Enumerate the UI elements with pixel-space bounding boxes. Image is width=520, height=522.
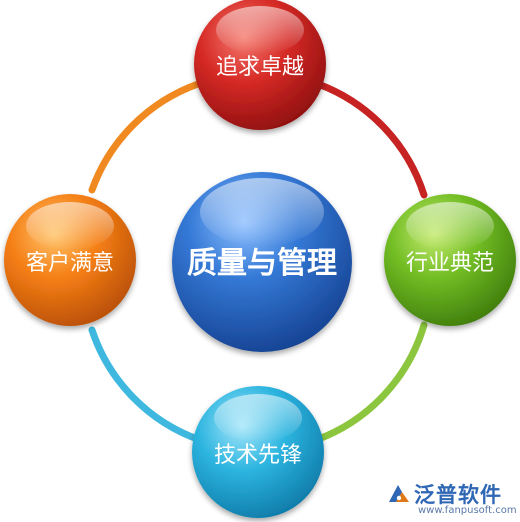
arc-right-bottom: [312, 321, 428, 444]
node-left: 客户满意: [4, 194, 136, 326]
arc-left-top: [88, 80, 202, 194]
node-top: 追求卓越: [194, 0, 326, 130]
node-right: 行业典范: [384, 194, 516, 326]
brand-watermark: 泛普软件 www.fanpusoft.com: [386, 478, 517, 518]
fanpu-logo-icon: [389, 485, 409, 502]
node-left-label: 客户满意: [26, 251, 114, 276]
brand-name: 泛普软件: [414, 483, 502, 507]
node-right-label: 行业典范: [406, 251, 494, 276]
arc-bottom-left: [88, 326, 204, 444]
brand-url: www.fanpusoft.com: [418, 505, 517, 516]
node-top-label: 追求卓越: [216, 55, 304, 80]
ring: [88, 80, 428, 444]
center-label: 质量与管理: [187, 246, 337, 281]
node-bottom: 技术先锋: [192, 386, 324, 518]
node-center: 质量与管理: [172, 172, 352, 352]
node-bottom-label: 技术先锋: [214, 443, 302, 468]
arc-top-right: [314, 80, 428, 199]
